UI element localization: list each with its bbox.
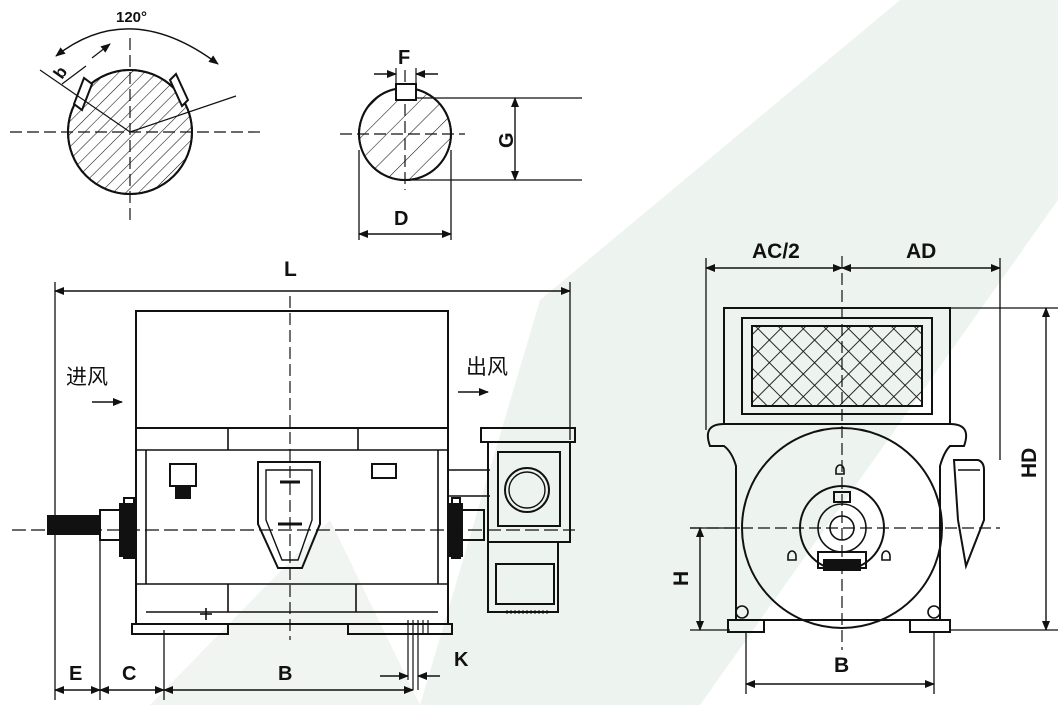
shaft-section [340, 68, 582, 240]
half-width-label-AC2: AC/2 [752, 240, 800, 263]
bolt-hole-label-K: K [454, 649, 469, 671]
keyway-width-label-F: F [398, 47, 410, 69]
foot-spacing-label-B: B [278, 663, 292, 685]
key-height-label-G: G [496, 132, 518, 148]
shaft-length-label-E: E [69, 663, 82, 685]
motor-side-view [12, 282, 576, 700]
side-width-label-AD: AD [906, 240, 936, 263]
air-outlet-label: 出风 [466, 355, 508, 379]
motor-end-view [690, 256, 1058, 694]
shaft-to-foot-label-C: C [122, 663, 136, 685]
total-height-label-HD: HD [1018, 448, 1041, 478]
air-inlet-label: 进风 [66, 365, 108, 389]
overall-length-label-L: L [284, 258, 297, 281]
center-height-label-H: H [670, 571, 693, 586]
foot-width-label-B: B [834, 654, 849, 677]
angle-label: 120° [116, 9, 147, 26]
shaft-diameter-label-D: D [394, 208, 408, 230]
shaft-keyway-section [10, 28, 262, 222]
